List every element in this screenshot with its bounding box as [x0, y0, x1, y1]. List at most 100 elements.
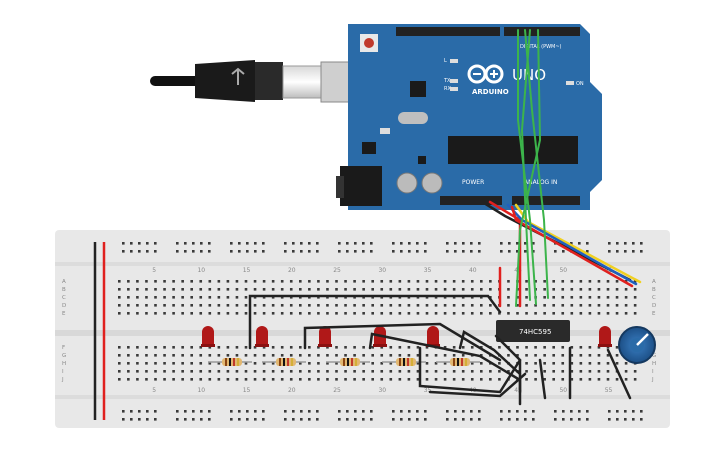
breadboard-hole[interactable]	[122, 418, 125, 421]
breadboard-hole[interactable]	[181, 354, 184, 357]
breadboard-hole[interactable]	[289, 312, 293, 315]
breadboard-hole[interactable]	[172, 370, 175, 373]
breadboard-hole[interactable]	[389, 378, 393, 381]
breadboard-hole[interactable]	[190, 362, 193, 365]
breadboard-hole[interactable]	[127, 362, 130, 365]
breadboard-hole[interactable]	[145, 280, 148, 283]
led[interactable]	[318, 326, 332, 347]
resistor[interactable]	[208, 358, 252, 366]
breadboard-hole[interactable]	[416, 418, 419, 421]
breadboard-hole[interactable]	[190, 296, 193, 299]
breadboard-hole[interactable]	[308, 378, 311, 381]
breadboard-hole[interactable]	[226, 312, 230, 315]
breadboard-hole[interactable]	[408, 250, 411, 253]
breadboard-hole[interactable]	[217, 354, 221, 357]
breadboard-hole[interactable]	[570, 296, 574, 299]
breadboard-hole[interactable]	[235, 354, 239, 357]
breadboard-hole[interactable]	[163, 354, 166, 357]
breadboard-hole[interactable]	[154, 346, 157, 349]
breadboard-hole[interactable]	[380, 288, 384, 291]
breadboard-hole[interactable]	[326, 354, 329, 357]
breadboard-hole[interactable]	[597, 378, 601, 381]
breadboard-hole[interactable]	[246, 418, 249, 421]
breadboard-hole[interactable]	[588, 354, 592, 357]
breadboard-hole[interactable]	[562, 410, 565, 413]
breadboard-hole[interactable]	[200, 418, 203, 421]
breadboard-hole[interactable]	[524, 242, 527, 245]
breadboard-hole[interactable]	[138, 242, 141, 245]
breadboard-hole[interactable]	[280, 370, 284, 373]
breadboard-hole[interactable]	[254, 410, 257, 413]
breadboard-hole[interactable]	[624, 304, 628, 307]
breadboard-hole[interactable]	[516, 354, 519, 357]
breadboard-hole[interactable]	[597, 362, 601, 365]
breadboard-hole[interactable]	[408, 410, 411, 413]
breadboard-hole[interactable]	[552, 378, 555, 381]
breadboard-hole[interactable]	[615, 354, 619, 357]
breadboard-hole[interactable]	[446, 410, 449, 413]
breadboard-hole[interactable]	[389, 280, 393, 283]
breadboard-hole[interactable]	[407, 288, 411, 291]
breadboard-hole[interactable]	[633, 288, 637, 291]
breadboard-hole[interactable]	[525, 312, 528, 315]
breadboard-hole[interactable]	[344, 296, 347, 299]
breadboard-hole[interactable]	[353, 288, 356, 291]
breadboard-hole[interactable]	[289, 304, 293, 307]
breadboard-hole[interactable]	[199, 312, 203, 315]
breadboard-hole[interactable]	[217, 370, 221, 373]
breadboard-hole[interactable]	[118, 378, 121, 381]
breadboard-hole[interactable]	[392, 250, 395, 253]
breadboard-hole[interactable]	[586, 250, 589, 253]
breadboard-hole[interactable]	[543, 296, 546, 299]
breadboard-hole[interactable]	[353, 370, 356, 373]
breadboard-hole[interactable]	[338, 242, 341, 245]
breadboard-hole[interactable]	[416, 312, 420, 315]
breadboard-hole[interactable]	[489, 312, 492, 315]
breadboard-hole[interactable]	[579, 354, 583, 357]
breadboard-hole[interactable]	[163, 346, 166, 349]
breadboard-hole[interactable]	[118, 346, 121, 349]
breadboard-hole[interactable]	[362, 370, 365, 373]
breadboard-hole[interactable]	[586, 410, 589, 413]
breadboard-hole[interactable]	[136, 346, 139, 349]
breadboard-hole[interactable]	[508, 418, 511, 421]
breadboard-hole[interactable]	[335, 288, 338, 291]
breadboard-hole[interactable]	[434, 280, 438, 283]
breadboard-hole[interactable]	[246, 250, 249, 253]
breadboard-hole[interactable]	[300, 242, 303, 245]
breadboard-hole[interactable]	[154, 410, 157, 413]
led[interactable]	[255, 326, 269, 347]
led[interactable]	[426, 326, 440, 347]
breadboard-hole[interactable]	[118, 288, 121, 291]
breadboard-hole[interactable]	[184, 242, 187, 245]
breadboard-hole[interactable]	[326, 296, 329, 299]
breadboard-hole[interactable]	[398, 378, 402, 381]
breadboard-hole[interactable]	[407, 346, 411, 349]
breadboard-hole[interactable]	[335, 304, 338, 307]
breadboard-hole[interactable]	[289, 354, 293, 357]
breadboard-hole[interactable]	[190, 370, 193, 373]
breadboard-hole[interactable]	[478, 250, 481, 253]
breadboard-hole[interactable]	[338, 418, 341, 421]
breadboard-hole[interactable]	[588, 304, 592, 307]
breadboard-hole[interactable]	[163, 280, 166, 283]
breadboard-hole[interactable]	[262, 362, 266, 365]
breadboard-hole[interactable]	[146, 410, 149, 413]
breadboard-hole[interactable]	[389, 346, 393, 349]
breadboard-hole[interactable]	[226, 346, 230, 349]
breadboard-hole[interactable]	[308, 280, 311, 283]
breadboard-hole[interactable]	[299, 296, 302, 299]
breadboard-hole[interactable]	[244, 362, 248, 365]
breadboard-hole[interactable]	[199, 304, 203, 307]
breadboard-hole[interactable]	[353, 354, 356, 357]
breadboard-hole[interactable]	[597, 288, 601, 291]
breadboard-hole[interactable]	[524, 410, 527, 413]
breadboard-hole[interactable]	[262, 346, 266, 349]
breadboard-hole[interactable]	[452, 288, 456, 291]
breadboard-hole[interactable]	[154, 296, 157, 299]
breadboard-hole[interactable]	[561, 362, 565, 365]
breadboard-hole[interactable]	[300, 410, 303, 413]
breadboard-hole[interactable]	[335, 312, 338, 315]
breadboard-hole[interactable]	[552, 296, 555, 299]
breadboard-hole[interactable]	[280, 296, 284, 299]
